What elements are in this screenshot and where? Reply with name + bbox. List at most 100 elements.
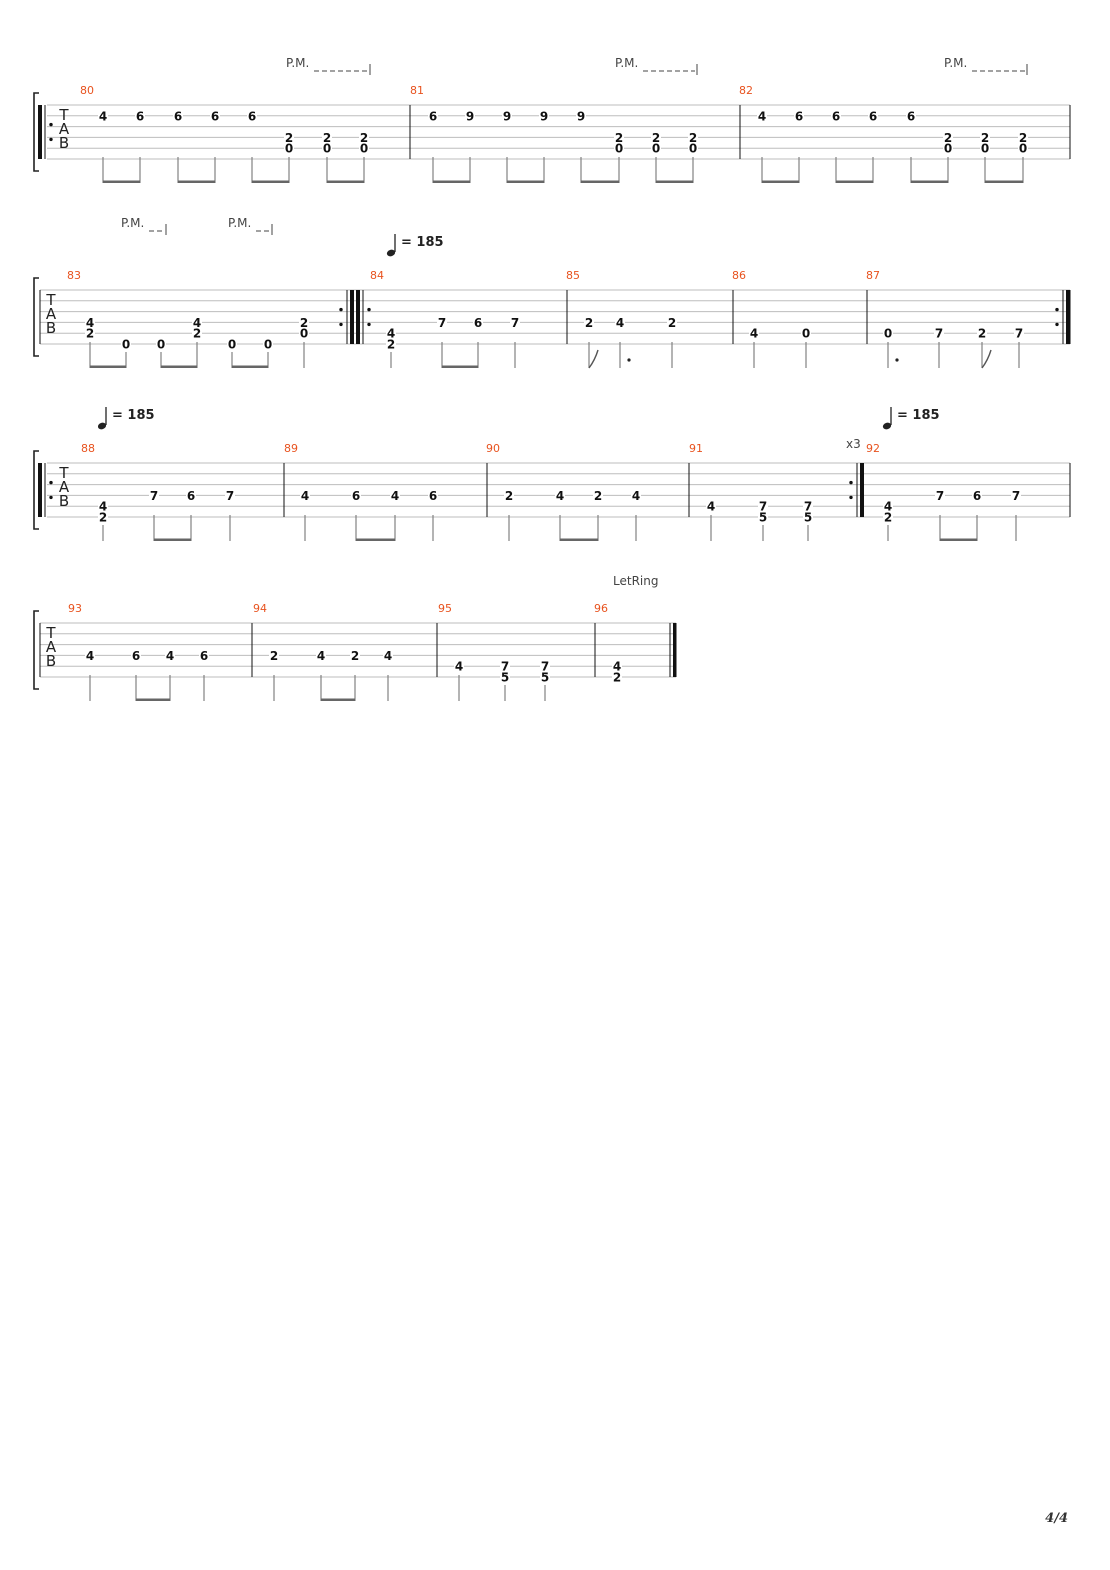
tab-note: 2 xyxy=(883,511,893,541)
fret-number: 2 xyxy=(99,511,107,525)
measure-number: 93 xyxy=(68,602,82,615)
beam xyxy=(103,180,140,183)
fret-number: 4 xyxy=(166,649,174,663)
measure-number: 96 xyxy=(594,602,608,615)
repeat-dot xyxy=(339,307,343,312)
fret-backdrop xyxy=(612,660,622,672)
fret-number: 7 xyxy=(150,489,158,503)
measure-number: 87 xyxy=(866,269,880,282)
tab-note: 6 xyxy=(473,316,483,368)
tab-note: 4 xyxy=(883,500,893,514)
fret-number: 9 xyxy=(466,109,474,123)
fret-number: 0 xyxy=(884,327,892,341)
repeat-dot xyxy=(1055,307,1059,312)
beam xyxy=(985,180,1023,183)
fret-backdrop xyxy=(98,109,108,121)
fret-number: 9 xyxy=(577,109,585,123)
tab-note: 2 xyxy=(980,131,990,145)
eighth-flag xyxy=(981,349,992,369)
tab-note: 7 xyxy=(934,327,944,368)
tab-note: 0 xyxy=(883,327,893,368)
fret-backdrop xyxy=(351,489,361,501)
measure-number: 94 xyxy=(253,602,267,615)
duration-dot xyxy=(895,358,899,362)
fret-number: 4 xyxy=(99,500,107,514)
fret-number: 0 xyxy=(615,142,623,156)
tab-clef-letter: T xyxy=(58,464,69,482)
fret-number: 2 xyxy=(193,327,201,341)
tab-note: 2 xyxy=(386,338,396,368)
fret-backdrop xyxy=(688,131,698,143)
fret-backdrop xyxy=(1018,131,1028,143)
measure-number: 83 xyxy=(67,269,81,282)
fret-backdrop xyxy=(121,338,131,349)
fret-backdrop xyxy=(173,109,183,121)
fret-backdrop xyxy=(883,500,893,512)
tab-clef-letter: B xyxy=(46,319,56,337)
fret-backdrop xyxy=(614,142,624,154)
repeat-start-thick-bar xyxy=(356,290,360,344)
beam xyxy=(656,180,693,183)
fret-backdrop xyxy=(977,327,987,339)
fret-number: 4 xyxy=(556,489,564,503)
tab-note: 6 xyxy=(173,109,183,183)
fret-number: 2 xyxy=(594,489,602,503)
tempo-marking: = 185 xyxy=(386,234,444,257)
tab-note: 4 xyxy=(615,316,625,368)
tab-note: 0 xyxy=(263,338,273,368)
tab-note: 4 xyxy=(390,489,400,541)
fret-backdrop xyxy=(831,109,841,121)
fret-number: 0 xyxy=(981,142,989,156)
fret-number: 7 xyxy=(936,489,944,503)
beam xyxy=(433,180,470,183)
fret-backdrop xyxy=(651,142,661,154)
tab-note: 6 xyxy=(428,489,438,541)
text-marking: x3 xyxy=(846,437,861,451)
tab-note: 0 xyxy=(801,327,811,368)
fret-number: 6 xyxy=(174,109,182,123)
fret-backdrop xyxy=(85,316,95,328)
tab-note: 9 xyxy=(576,109,586,183)
fret-number: 2 xyxy=(978,327,986,341)
tab-note: 4 xyxy=(454,660,464,701)
repeat-end-thick-bar xyxy=(860,463,864,517)
fret-backdrop xyxy=(359,131,369,143)
tab-clef-letter: A xyxy=(59,478,70,496)
fret-number: 6 xyxy=(832,109,840,123)
beam xyxy=(161,365,197,368)
fret-number: 2 xyxy=(86,327,94,341)
fret-number: 4 xyxy=(86,649,94,663)
beam xyxy=(581,180,619,183)
tab-note: 2 xyxy=(651,131,661,145)
palm-mute-label: P.M. xyxy=(944,56,967,70)
system-bracket xyxy=(33,610,39,690)
fret-backdrop xyxy=(794,109,804,121)
fret-number: 6 xyxy=(200,649,208,663)
tab-clef-letter: T xyxy=(58,106,69,124)
fret-number: 6 xyxy=(429,489,437,503)
tab-clef-letter: A xyxy=(46,638,57,656)
tab-note: 2 xyxy=(192,327,202,368)
tab-note: 2 xyxy=(1018,131,1028,145)
fret-backdrop xyxy=(943,131,953,143)
fret-backdrop xyxy=(437,316,447,328)
palm-mute-marking: P.M. xyxy=(615,56,698,75)
fret-backdrop xyxy=(192,327,202,339)
fret-backdrop xyxy=(935,489,945,501)
beam xyxy=(321,698,355,701)
palm-mute-marking: P.M. xyxy=(228,216,273,235)
fret-backdrop xyxy=(614,131,624,143)
fret-number: 6 xyxy=(429,109,437,123)
annotations-layer: P.M.P.M.P.M.P.M.P.M.= 185= 185= 185x3Let… xyxy=(97,56,1028,588)
fret-backdrop xyxy=(980,131,990,143)
palm-mute-label: P.M. xyxy=(286,56,309,70)
repeat-dot xyxy=(367,307,371,312)
fret-backdrop xyxy=(284,142,294,154)
tab-note: 0 xyxy=(299,327,309,368)
fret-number: 0 xyxy=(802,327,810,341)
repeat-dot xyxy=(339,322,343,327)
fret-number: 2 xyxy=(689,131,697,145)
fret-number: 7 xyxy=(804,500,812,514)
fret-number: 2 xyxy=(270,649,278,663)
